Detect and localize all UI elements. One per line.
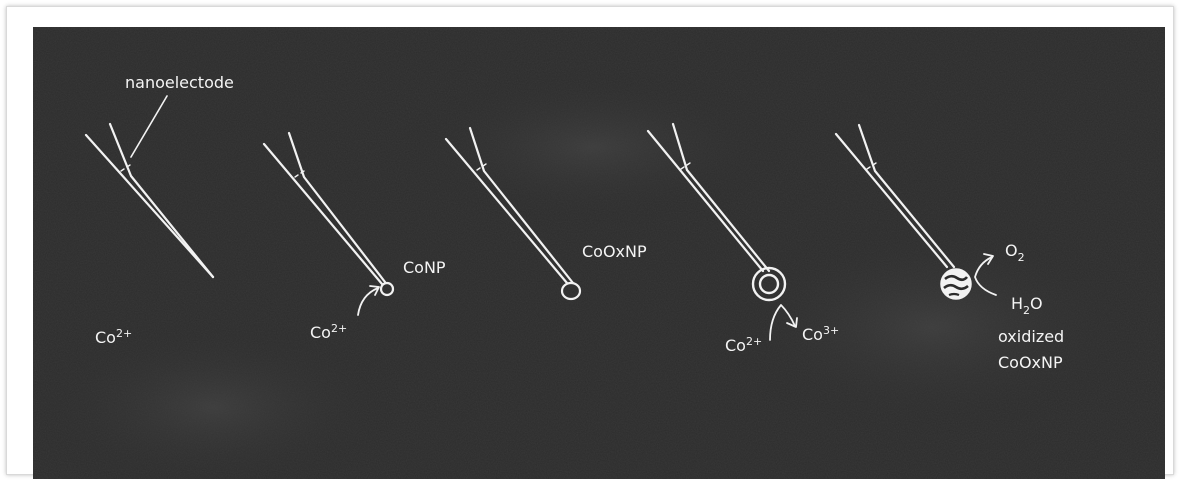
- water-oxidation-arrowhead: [983, 253, 994, 265]
- cooxnp-label: CoOxNP: [582, 242, 647, 261]
- oxidized-label-line1: oxidized: [998, 327, 1064, 346]
- oxidized-particle: [940, 268, 972, 300]
- oxidation-arrowhead: [786, 317, 798, 328]
- outer-shell: [751, 266, 787, 302]
- deposition-arrow: [357, 287, 379, 316]
- cobalt-ion-label-2: Co2+: [310, 322, 347, 342]
- cobalt-ion-label-3: Co2+: [725, 335, 762, 355]
- chalkboard: nanoelectode Co2+ CoNP Co2+: [33, 27, 1165, 479]
- deposition-arrowhead: [369, 285, 380, 296]
- conp-particle: [379, 281, 395, 297]
- label-leader-line: [130, 95, 168, 158]
- nanoelectrode-5: [834, 123, 972, 300]
- oxidation-arrow: [769, 304, 796, 341]
- diagram-canvas: nanoelectode Co2+ CoNP Co2+: [33, 27, 1165, 479]
- chalk-smudge: [713, 217, 1153, 437]
- oxidized-label-line2: CoOxNP: [998, 353, 1063, 372]
- nanoelectrode-4: [646, 122, 787, 302]
- cobalt-ion-label-1: Co2+: [95, 327, 132, 347]
- nanoelectrode-2: [262, 131, 395, 297]
- nanoelectrode-label: nanoelectode: [125, 73, 234, 92]
- conp-label: CoNP: [403, 258, 446, 277]
- nanoelectrode-3: [444, 126, 582, 301]
- cobalt-ion-label-4: Co3+: [802, 324, 839, 344]
- inner-core: [758, 273, 780, 295]
- chalk-smudge: [33, 317, 403, 479]
- figure-frame: nanoelectode Co2+ CoNP Co2+: [6, 6, 1174, 479]
- oxygen-label: O2: [1005, 241, 1025, 264]
- water-label: H2O: [1011, 294, 1043, 317]
- cooxnp-particle: [560, 281, 582, 301]
- water-oxidation-arrow: [974, 256, 997, 296]
- nanoelectrode-1: [84, 122, 215, 279]
